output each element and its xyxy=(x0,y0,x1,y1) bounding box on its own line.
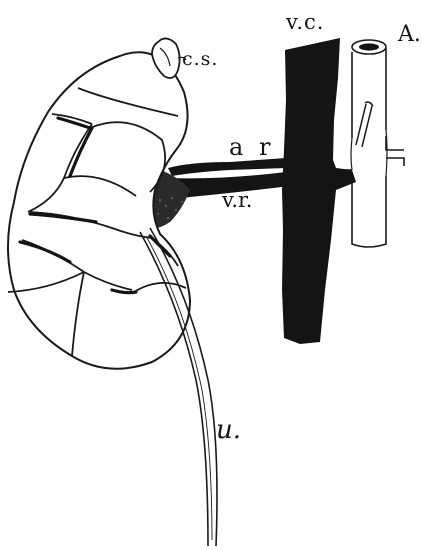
vena-cava xyxy=(282,38,356,344)
aorta xyxy=(335,48,404,247)
renal-vein-label: v.r. xyxy=(222,190,252,211)
aorta-label: A. xyxy=(398,24,421,46)
vena-cava-label: v.c. xyxy=(286,12,324,33)
renal-artery-label: a r xyxy=(229,135,274,159)
aorta-lumen-dark xyxy=(359,43,379,50)
suprarenal-capsule-label: c.s. xyxy=(182,50,218,69)
aorta-small-branch xyxy=(356,102,373,147)
ureter-label: u. xyxy=(216,417,241,443)
